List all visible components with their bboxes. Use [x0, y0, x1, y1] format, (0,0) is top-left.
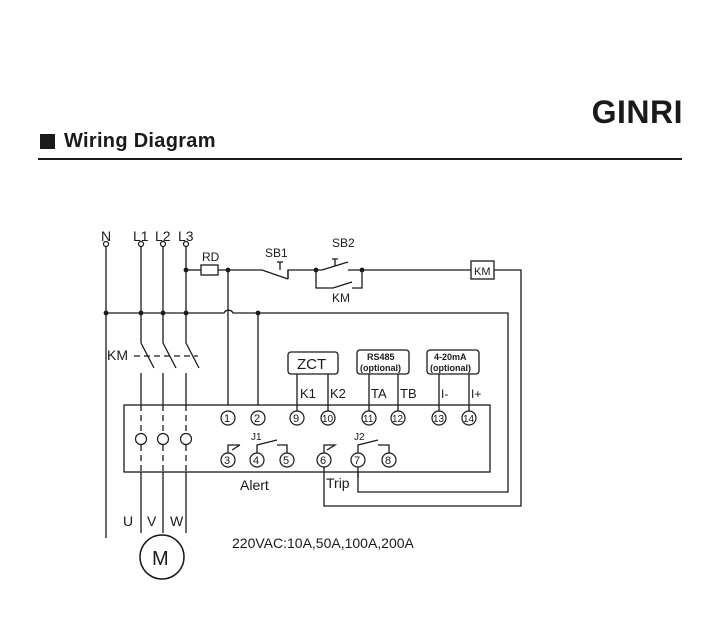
terminal-14-label: 14: [463, 414, 475, 425]
km-aux-contact: [315, 270, 363, 289]
top-terminals: 1 2 9 10 11 12 13 14: [220, 410, 477, 426]
zct-label: ZCT: [297, 356, 326, 373]
label-l1: L1: [133, 228, 149, 244]
rs485-optional-label: (optional): [360, 363, 401, 373]
terminal-9-label: 9: [293, 413, 299, 425]
terminal-13-label: 13: [433, 414, 445, 425]
sb1-switch: [261, 261, 289, 280]
i-minus-label: I-: [441, 387, 448, 401]
motor-symbol: [139, 534, 185, 580]
km-coil-label: KM: [474, 266, 491, 278]
terminal-12: [390, 410, 406, 426]
terminal-12-label: 12: [392, 414, 404, 425]
terminal-14: [461, 410, 477, 426]
analog-output-box: [426, 349, 480, 375]
terminal-5: [279, 452, 295, 468]
tb-label: TB: [400, 386, 417, 401]
terminal-3: [220, 452, 236, 468]
terminal-7-label: 7: [354, 455, 360, 467]
terminal-2-label: 2: [254, 413, 260, 425]
terminal-8-label: 8: [385, 455, 391, 467]
k2-label: K2: [330, 386, 346, 401]
terminal-1-label: 1: [224, 413, 230, 425]
brand-logo: GINRI: [591, 94, 683, 130]
fuse-rd: [200, 264, 219, 276]
analog-optional-label: (optional): [430, 363, 471, 373]
bottom-terminals: 3 4 5 6 7 8: [220, 452, 397, 468]
terminal-11-label: 11: [363, 414, 374, 425]
ratings-text: 220VAC:10A,50A,100A,200A: [232, 535, 415, 551]
analog-label: 4-20mA: [434, 352, 467, 362]
km-main-label: KM: [107, 347, 128, 363]
terminal-13: [431, 410, 447, 426]
pass-through-hole: [179, 432, 193, 446]
neutral-bus-wire: [106, 309, 509, 493]
terminal-10: [320, 410, 336, 426]
w-label: W: [170, 513, 184, 529]
terminal-2: [250, 410, 266, 426]
alert-label: Alert: [240, 477, 269, 493]
bullet-square-icon: [40, 134, 55, 149]
pass-through-hole: [134, 432, 148, 446]
label-n: N: [101, 228, 111, 244]
j2-label: J2: [354, 432, 365, 443]
l3-terminal: [182, 240, 190, 248]
zct-box: [287, 351, 339, 375]
label-l2: L2: [155, 228, 171, 244]
fuse-label: RD: [202, 250, 220, 264]
terminal-10-label: 10: [322, 414, 334, 425]
terminal-6-label: 6: [320, 455, 326, 467]
terminal-8: [381, 452, 397, 468]
terminal-3-label: 3: [224, 455, 230, 467]
pass-through-hole: [156, 432, 170, 446]
label-l3: L3: [178, 228, 194, 244]
sb2-switch: [316, 258, 362, 271]
section-heading: Wiring Diagram: [40, 130, 216, 153]
j1-contact: [227, 439, 288, 453]
motor-label: M: [152, 548, 169, 570]
u-label: U: [123, 513, 133, 529]
heading-divider: [38, 158, 682, 160]
sb1-label: SB1: [265, 246, 288, 260]
rs485-label: RS485: [367, 352, 395, 362]
l1-terminal: [137, 240, 145, 248]
terminal-9: [289, 410, 305, 426]
sb1-out-wire: [287, 269, 316, 279]
ta-label: TA: [371, 386, 387, 401]
terminal-5-label: 5: [283, 455, 289, 467]
terminal-11: [361, 410, 377, 426]
l2-terminal: [159, 240, 167, 248]
terminal-4-label: 4: [253, 455, 259, 467]
j2-contact: [323, 439, 390, 453]
j1-label: J1: [251, 432, 262, 443]
km-aux-label: KM: [332, 291, 350, 305]
coil-return-wire: [323, 269, 522, 507]
rs485-box: [356, 349, 410, 375]
sb2-label: SB2: [332, 236, 355, 250]
k1-label: K1: [300, 386, 316, 401]
i-plus-label: I+: [471, 387, 481, 401]
section-title: Wiring Diagram: [64, 130, 216, 152]
trip-label: Trip: [326, 475, 350, 491]
terminal-1: [220, 410, 236, 426]
terminal-4: [249, 452, 265, 468]
n-terminal: [102, 240, 110, 248]
v-label: V: [147, 513, 157, 529]
